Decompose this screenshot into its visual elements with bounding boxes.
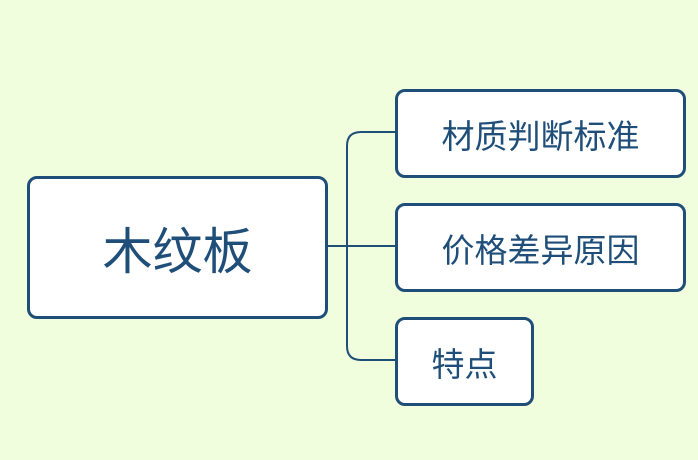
child-node-price-difference[interactable]: 价格差异原因 xyxy=(395,203,686,292)
child-node-material-criteria[interactable]: 材质判断标准 xyxy=(395,89,686,178)
child-node-features[interactable]: 特点 xyxy=(395,317,534,406)
child-label: 特点 xyxy=(431,344,498,384)
root-label: 木纹板 xyxy=(102,222,253,281)
child-label: 材质判断标准 xyxy=(441,116,640,156)
root-node[interactable]: 木纹板 xyxy=(27,176,328,319)
child-label: 价格差异原因 xyxy=(441,230,640,270)
